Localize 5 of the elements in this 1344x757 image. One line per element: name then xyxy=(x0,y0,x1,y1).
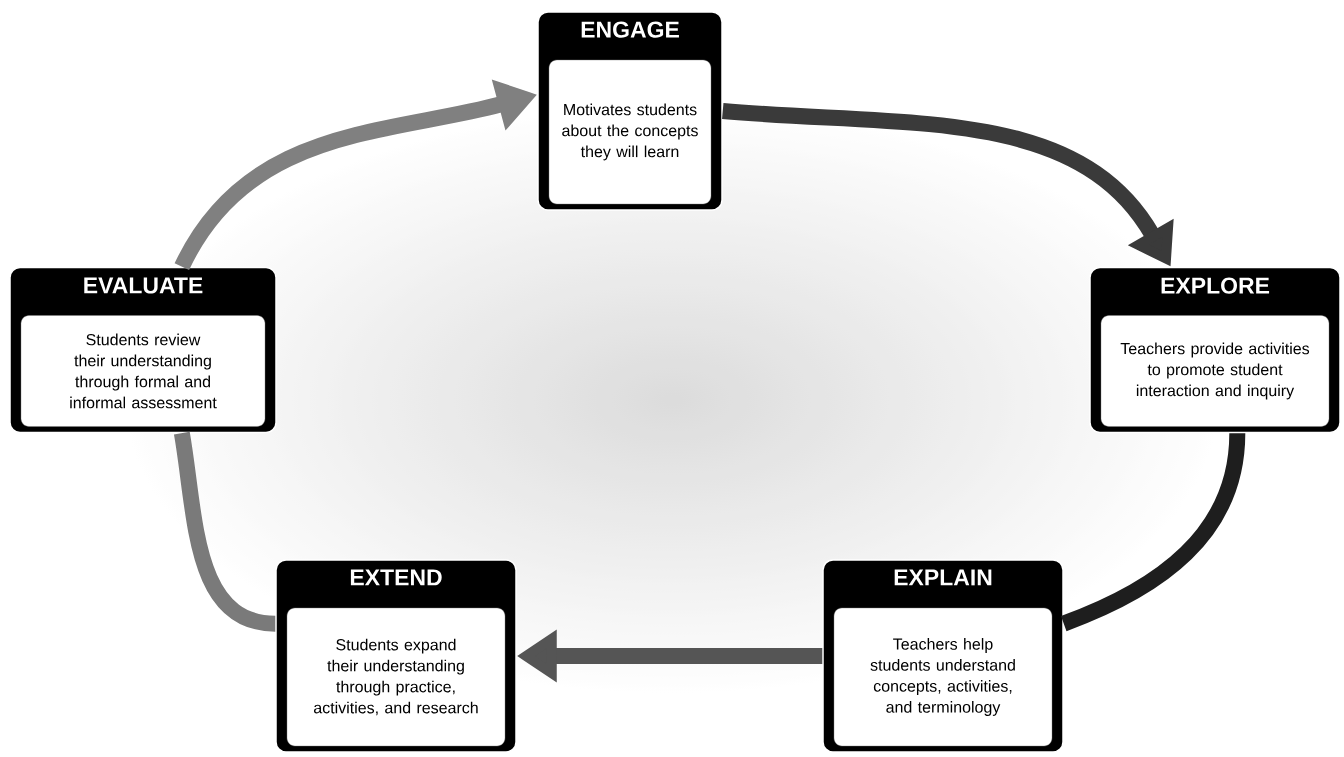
stage-box: EXPLAIN Teachers help students understand concepts, activities, and terminology xyxy=(822,559,1064,753)
stage-box: EXTEND Students expand their understanding through practice, activities, and research xyxy=(275,559,517,753)
stage-box: EVALUATE Students review their understanding through formal and informal assessment xyxy=(9,266,277,434)
stage-box: EXPLORE Teachers provide activities to promote student interaction and inquiry xyxy=(1089,266,1341,434)
stage-box: ENGAGE Motivates students about the concepts they will learn xyxy=(537,11,723,211)
